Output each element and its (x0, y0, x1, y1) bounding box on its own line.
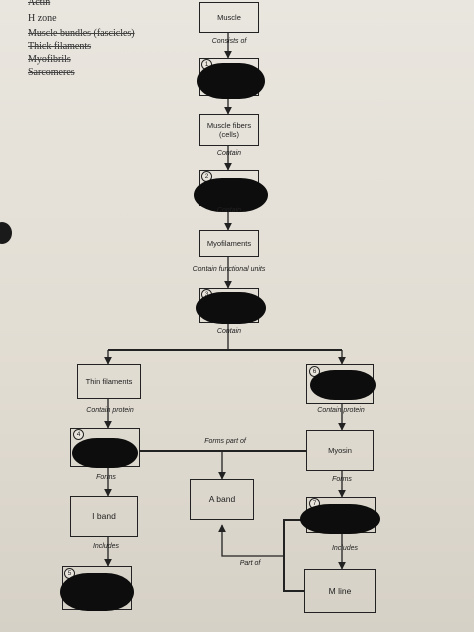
redaction-blot-7 (300, 504, 380, 534)
label-includes-right: Includes (331, 545, 359, 552)
label-contain-1: Contain (216, 150, 242, 157)
label-part-of: Part of (239, 560, 261, 567)
word-actin: Actin (28, 0, 51, 8)
box-thin-filaments: Thin filaments (77, 364, 141, 399)
label-contain-protein-right: Contain protein (317, 407, 365, 414)
label-forms-part-of: Forms part of (204, 438, 246, 445)
box-muscle-fibers: Muscle fibers (cells) (199, 114, 259, 146)
redaction-blot-3 (196, 292, 266, 324)
word-thick-filaments: Thick filaments (28, 41, 92, 52)
label-forms-right: Forms (332, 476, 352, 483)
box-myosin: Myosin (306, 430, 374, 471)
label-contain-functional-units: Contain functional units (192, 266, 266, 273)
label-forms-left: Forms (96, 474, 116, 481)
label-consists-of: Consists of (211, 38, 247, 45)
box-a-band: A band (190, 479, 254, 520)
redaction-blot-1 (197, 63, 265, 99)
binder-hole (0, 222, 12, 244)
label-contain-2: Contain (216, 207, 242, 214)
arrow-part-of-aband (218, 524, 284, 557)
redaction-blot-6 (310, 370, 376, 400)
label-includes-left: Includes (92, 543, 120, 550)
label-contain-3: Contain (216, 328, 242, 335)
part-of-bracket (283, 519, 304, 592)
box-m-line: M line (304, 569, 376, 613)
number-badge-4: 4 (73, 429, 84, 440)
redaction-blot-5 (60, 573, 134, 611)
box-muscle: Muscle (199, 2, 259, 33)
word-myofibrils: Myofibrils (28, 54, 71, 65)
label-contain-protein-left: Contain protein (86, 407, 134, 414)
box-myofilaments: Myofilaments (199, 230, 259, 257)
redaction-blot-4 (72, 438, 138, 468)
word-sarcomeres: Sarcomeres (28, 67, 75, 78)
redaction-blot-2 (194, 178, 268, 212)
word-muscle-bundles: Muscle bundles (fascicles) (28, 28, 135, 39)
box-i-band: I band (70, 496, 138, 537)
word-h-zone: H zone (28, 13, 57, 24)
